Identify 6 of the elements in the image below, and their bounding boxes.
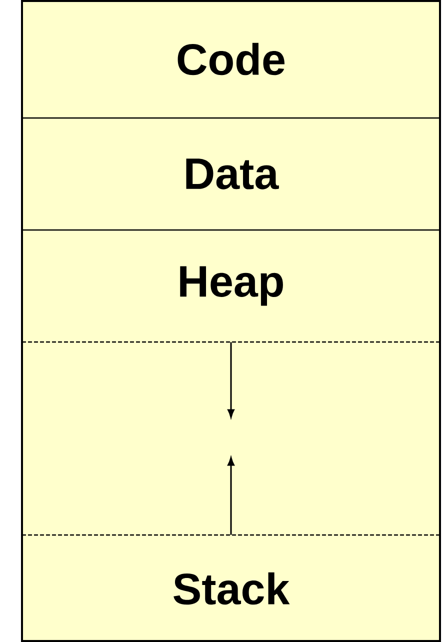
memory-segment: Heap bbox=[22, 230, 440, 342]
arrow bbox=[228, 457, 234, 535]
memory-segment: Stack bbox=[22, 535, 440, 642]
memory-segment: Data bbox=[22, 118, 440, 230]
arrow bbox=[228, 342, 234, 418]
memory-segment: Code bbox=[22, 0, 440, 118]
